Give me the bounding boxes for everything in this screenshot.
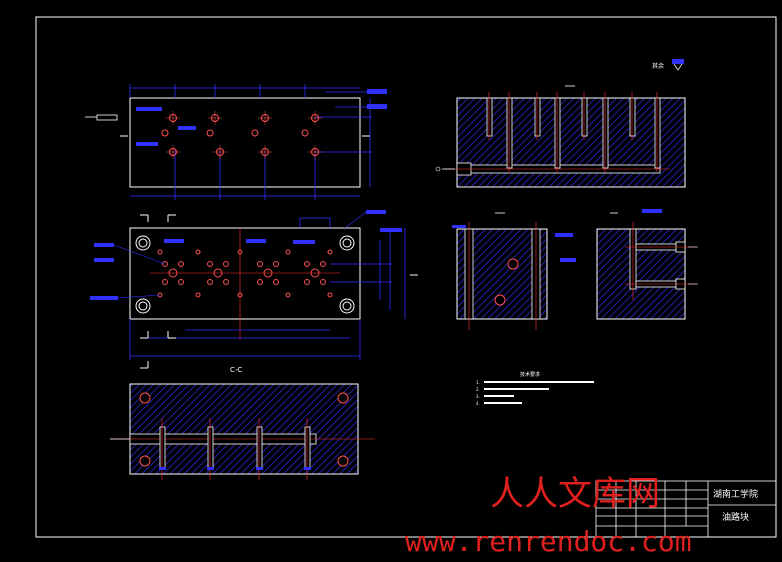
technical-requirements: 技术要求 1. 2. 3. 4. <box>476 371 594 406</box>
surface-finish-note: 其余 <box>652 62 664 70</box>
top-view <box>85 84 387 200</box>
note-line-4: 4. <box>476 401 480 406</box>
title-block <box>595 480 777 538</box>
title-block-part-name: 油路块 <box>722 511 749 523</box>
watermark-url: www.renrendoc.com <box>405 525 692 558</box>
note-line-1: 1. <box>476 380 480 385</box>
watermark-cn: 人人文库网 <box>490 474 660 514</box>
title-block-school: 湖南工学院 <box>713 488 758 500</box>
drawing-frame <box>35 16 777 538</box>
section-view-cc <box>90 210 418 369</box>
section-view-ff <box>596 209 698 320</box>
notes-heading: 技术要求 <box>520 371 540 378</box>
bottom-section-view <box>110 383 375 480</box>
section-view-bb <box>452 212 576 330</box>
note-line-2: 2. <box>476 387 480 392</box>
section-cc-label: C-C <box>230 366 242 374</box>
right-top-section <box>435 85 686 188</box>
note-line-3: 3. <box>476 394 480 399</box>
